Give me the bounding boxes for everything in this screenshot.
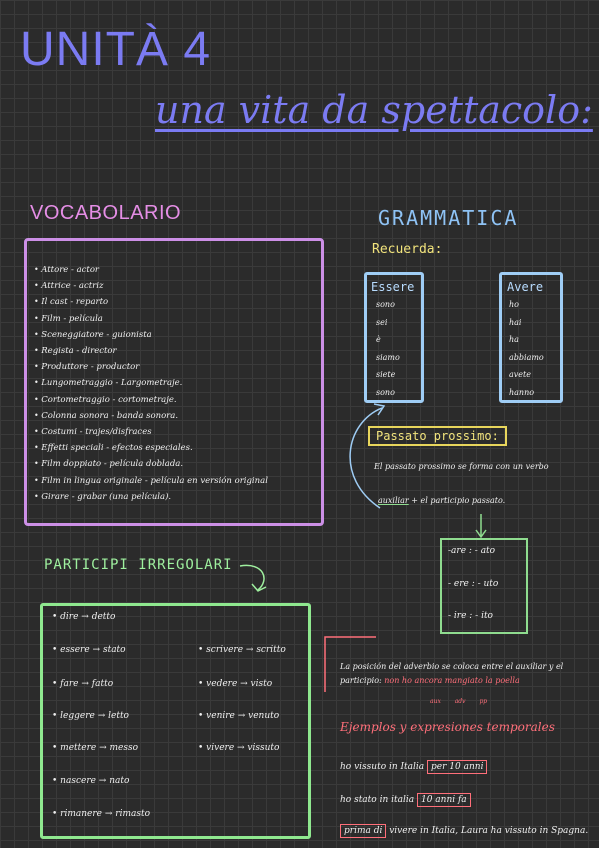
curved-arrow-icon bbox=[349, 403, 386, 509]
endings-box bbox=[440, 538, 528, 634]
adverbio-text: La posición del adverbio se coloca entre… bbox=[340, 662, 564, 685]
list-item: vedere → visto bbox=[198, 679, 272, 689]
vocabolario-list: Attore - actor Attrice - actriz Il cast … bbox=[34, 262, 268, 505]
avere-title: Avere bbox=[507, 280, 544, 294]
example-1: ho vissuto in Italia per 10 anni bbox=[340, 760, 488, 774]
page-title: UNITÀ 4 bbox=[20, 23, 212, 76]
list-item: Film in lingua originale - película en v… bbox=[34, 473, 268, 489]
list-item: sono bbox=[376, 387, 395, 397]
list-item: scrivere → scritto bbox=[198, 645, 286, 655]
list-item: Film - película bbox=[34, 311, 268, 327]
ejemplos-heading: Ejemplos y expresiones temporales bbox=[340, 720, 555, 734]
participi-heading: PARTICIPI IRREGOLARI bbox=[44, 557, 233, 573]
example-3: prima di vivere in Italia, Laura ha viss… bbox=[340, 824, 589, 838]
list-item: Effetti speciali - efectos especiales. bbox=[34, 440, 268, 456]
auxiliar-word: auxiliar bbox=[378, 496, 409, 505]
list-item: abbiamo bbox=[509, 352, 544, 362]
list-item: siamo bbox=[376, 352, 400, 362]
corner-bracket bbox=[324, 636, 376, 692]
list-item: ho bbox=[509, 300, 519, 309]
list-item: vivere → vissuto bbox=[198, 743, 279, 753]
list-item: Il cast - reparto bbox=[34, 294, 268, 310]
list-item: Film doppiato - película doblada. bbox=[34, 456, 268, 472]
example-text: ho vissuto in Italia bbox=[340, 762, 425, 772]
adverbio-rule: La posición del adverbio se coloca entre… bbox=[340, 660, 592, 688]
grammatica-heading: GRAMMATICA bbox=[378, 206, 519, 230]
adverbio-example: non ho ancora mangiato la poella bbox=[384, 676, 520, 685]
list-item: dire → detto bbox=[52, 612, 115, 622]
participi-box bbox=[40, 603, 311, 839]
example-highlight: per 10 anni bbox=[427, 760, 488, 774]
vocabolario-heading: VOCABOLARIO bbox=[30, 202, 182, 224]
avere-forms: ho hai ha abbiamo avete hanno bbox=[509, 296, 544, 401]
ending-ire: - ire : - ito bbox=[448, 611, 493, 621]
list-item: Lungometraggio - Largometraje. bbox=[34, 375, 268, 391]
example-2: ho stato in italia 10 anni fa bbox=[340, 793, 471, 807]
recuerda-label: Recuerda: bbox=[372, 242, 443, 257]
list-item: Regista - director bbox=[34, 343, 268, 359]
list-item: è bbox=[376, 335, 381, 344]
passato-description: El passato prossimo se forma con un verb… bbox=[374, 462, 549, 471]
passato-prossimo-title: Passato prossimo: bbox=[368, 426, 507, 446]
participio-text: + el participio passato. bbox=[411, 496, 506, 505]
list-item: sei bbox=[376, 317, 388, 327]
passato-formula: auxiliar + el participio passato. bbox=[378, 496, 505, 505]
list-item: venire → venuto bbox=[198, 711, 279, 721]
curved-arrow-icon bbox=[239, 564, 267, 592]
list-item: nascere → nato bbox=[52, 776, 129, 786]
list-item: hanno bbox=[509, 387, 535, 397]
list-item: Attrice - actriz bbox=[34, 278, 268, 294]
vocabolario-box bbox=[24, 238, 324, 526]
list-item: Colonna sonora - banda sonora. bbox=[34, 408, 268, 424]
page-subtitle: una vita da spettacolo: bbox=[155, 88, 593, 132]
list-item: mettere → messo bbox=[52, 743, 138, 753]
ending-are: -are : - ato bbox=[448, 546, 496, 556]
list-item: hai bbox=[509, 317, 522, 327]
down-arrow-icon bbox=[475, 514, 487, 539]
adverbio-labels: aux adv pp bbox=[430, 698, 488, 705]
essere-title: Essere bbox=[371, 280, 415, 294]
list-item: essere → stato bbox=[52, 645, 125, 655]
list-item: Produttore - productor bbox=[34, 359, 268, 375]
example-highlight: 10 anni fa bbox=[416, 793, 471, 807]
example-highlight: prima di bbox=[340, 824, 387, 838]
list-item: Girare - grabar (una película). bbox=[34, 489, 268, 505]
ending-ere: - ere : - uto bbox=[448, 579, 499, 589]
list-item: Attore - actor bbox=[34, 262, 268, 278]
list-item: ha bbox=[509, 335, 519, 344]
list-item: rimanere → rimasto bbox=[52, 809, 150, 819]
list-item: Sceneggiatore - guionista bbox=[34, 327, 268, 343]
example-text: vivere in Italia, Laura ha vissuto in Sp… bbox=[389, 826, 589, 836]
list-item: Costumi - trajes/disfraces bbox=[34, 424, 268, 440]
essere-box bbox=[364, 272, 424, 403]
list-item: Cortometraggio - cortometraje. bbox=[34, 392, 268, 408]
example-text: ho stato in italia bbox=[340, 795, 415, 805]
avere-box bbox=[499, 272, 563, 403]
list-item: leggere → letto bbox=[52, 711, 129, 721]
list-item: siete bbox=[376, 370, 396, 379]
list-item: fare → fatto bbox=[52, 679, 113, 689]
essere-forms: sono sei è siamo siete sono bbox=[376, 296, 400, 401]
list-item: sono bbox=[376, 300, 395, 309]
list-item: avete bbox=[509, 370, 531, 379]
